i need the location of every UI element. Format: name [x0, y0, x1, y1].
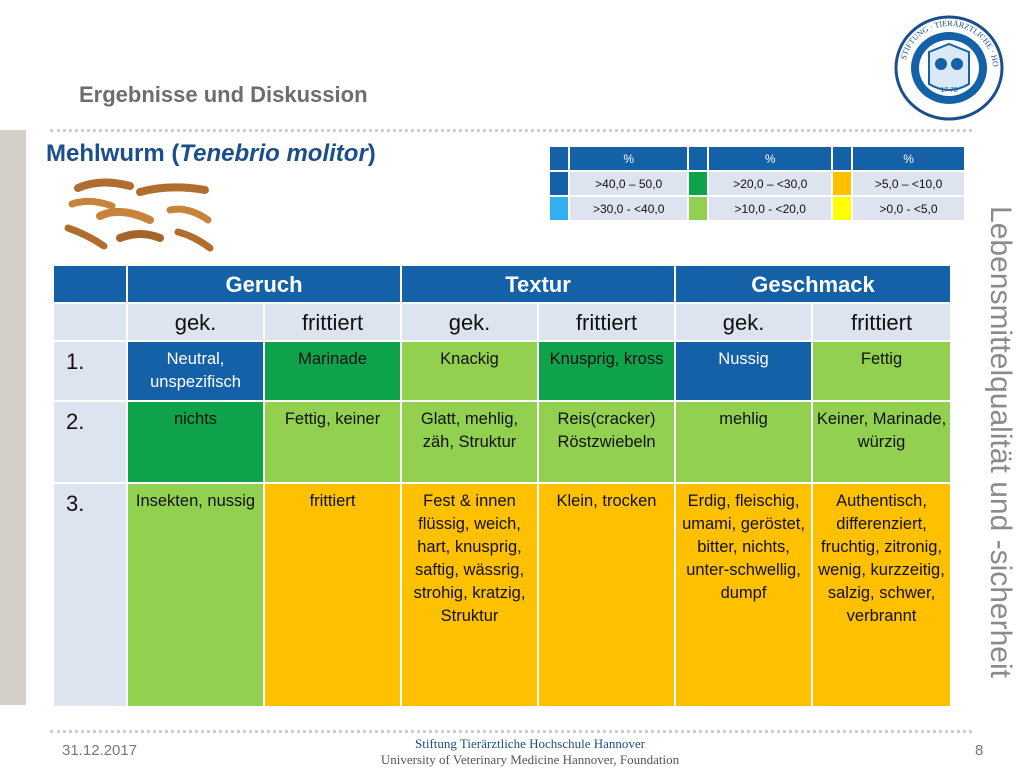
- legend-row: >30,0 - <40,0 >10,0 - <20,0 >0,0 - <5,0: [548, 195, 966, 222]
- table-cell: Authentisch, differenziert, fruchtig, zi…: [811, 482, 953, 708]
- table-cell: Erdig, fleischig, umami, geröstet, bitte…: [674, 482, 814, 708]
- table-cell: Knackig: [400, 340, 539, 402]
- table-cell: Marinade: [263, 340, 402, 402]
- method-header: gek.: [126, 302, 265, 342]
- legend-range: >0,0 - <5,0: [851, 195, 966, 222]
- legend-range: >10,0 - <20,0: [707, 195, 834, 222]
- legend-header-percent: %: [851, 145, 966, 172]
- university-seal-logo: 17 78 STIFTUNG · TIERÄRZTLICHE · HOCHSCH…: [893, 14, 1004, 121]
- corner-cell: [52, 302, 128, 342]
- footer-line-1: Stiftung Tierärztliche Hochschule Hannov…: [415, 736, 645, 751]
- subtitle-species: Tenebrio molitor: [179, 140, 368, 167]
- table-cell: Nussig: [674, 340, 814, 402]
- section-title: Ergebnisse und Diskussion: [79, 82, 368, 107]
- legend-swatch-blue: [548, 170, 570, 197]
- table-cell: Keiner, Marinade, würzig: [811, 400, 953, 484]
- legend-header-percent: %: [567, 145, 690, 172]
- table-cell: Knusprig, kross: [536, 340, 677, 402]
- subtitle-suffix: ): [367, 140, 376, 167]
- group-header-geruch: Geruch: [126, 264, 402, 304]
- table-cell: Reis(cracker) Röstzwiebeln: [536, 400, 677, 484]
- rank-label: 3.: [52, 482, 128, 708]
- legend-header-swatch: [831, 145, 854, 172]
- corner-cell: [52, 264, 128, 304]
- table-cell: Neutral, unspezifisch: [126, 340, 265, 402]
- table-row: 1. Neutral, unspezifisch Marinade Knacki…: [52, 340, 953, 402]
- slide-subtitle: Mehlwurm (Tenebrio molitor): [46, 140, 376, 168]
- footer-institution: Stiftung Tierärztliche Hochschule Hannov…: [280, 736, 780, 768]
- table-row: 2. nichts Fettig, keiner Glatt, mehlig, …: [52, 400, 953, 484]
- table-cell: mehlig: [674, 400, 814, 484]
- table-row: 3. Insekten, nussig frittiert Fest & inn…: [52, 482, 953, 708]
- legend-table: % % % >40,0 – 50,0 >20,0 – <30,0 >5,0 – …: [548, 145, 966, 222]
- method-header: frittiert: [263, 302, 402, 342]
- method-header: gek.: [674, 302, 814, 342]
- vertical-side-label: Lebensmittelqualität und -sicherheit: [984, 206, 1017, 678]
- legend-swatch-light-blue: [548, 195, 570, 222]
- legend-range: >5,0 – <10,0: [851, 170, 966, 197]
- legend-range: >40,0 – 50,0: [567, 170, 690, 197]
- method-header-row: gek. frittiert gek. frittiert gek. fritt…: [52, 302, 953, 342]
- footer-line-2: University of Veterinary Medicine Hannov…: [380, 752, 680, 767]
- legend-header-row: % % %: [548, 145, 966, 172]
- legend-swatch-light-green: [687, 195, 710, 222]
- legend-header-swatch: [548, 145, 570, 172]
- subtitle-prefix: Mehlwurm (: [46, 140, 180, 167]
- top-divider: [50, 129, 972, 132]
- bottom-divider: [50, 730, 972, 733]
- legend-swatch-yellow: [831, 195, 854, 222]
- results-table: Geruch Textur Geschmack gek. frittiert g…: [52, 264, 953, 708]
- legend-header-percent: %: [707, 145, 834, 172]
- method-header: frittiert: [536, 302, 677, 342]
- table-cell: frittiert: [263, 482, 402, 708]
- group-header-textur: Textur: [399, 264, 677, 304]
- table-cell: Fettig: [811, 340, 953, 402]
- table-cell: Klein, trocken: [536, 482, 677, 708]
- group-header-row: Geruch Textur Geschmack: [52, 264, 953, 304]
- page-number: 8: [975, 742, 984, 759]
- mealworm-image: [64, 178, 214, 252]
- legend-range: >20,0 – <30,0: [707, 170, 834, 197]
- legend-range: >30,0 - <40,0: [567, 195, 690, 222]
- rank-label: 2.: [52, 400, 128, 484]
- method-header: gek.: [400, 302, 539, 342]
- table-cell: Fettig, keiner: [263, 400, 402, 484]
- table-cell: Insekten, nussig: [126, 482, 265, 708]
- rank-label: 1.: [52, 340, 128, 402]
- footer-date: 31.12.2017: [62, 742, 138, 759]
- method-header: frittiert: [811, 302, 953, 342]
- legend-header-swatch: [687, 145, 710, 172]
- legend-swatch-orange: [831, 170, 854, 197]
- left-accent-bar: [0, 130, 26, 705]
- table-cell: nichts: [126, 400, 265, 484]
- legend-swatch-dark-green: [687, 170, 710, 197]
- group-header-geschmack: Geschmack: [674, 264, 953, 304]
- table-cell: Fest & innen flüssig, weich, hart, knusp…: [400, 482, 539, 708]
- table-cell: Glatt, mehlig, zäh, Struktur: [400, 400, 539, 484]
- svg-text:17 78: 17 78: [940, 87, 958, 94]
- legend-row: >40,0 – 50,0 >20,0 – <30,0 >5,0 – <10,0: [548, 170, 966, 197]
